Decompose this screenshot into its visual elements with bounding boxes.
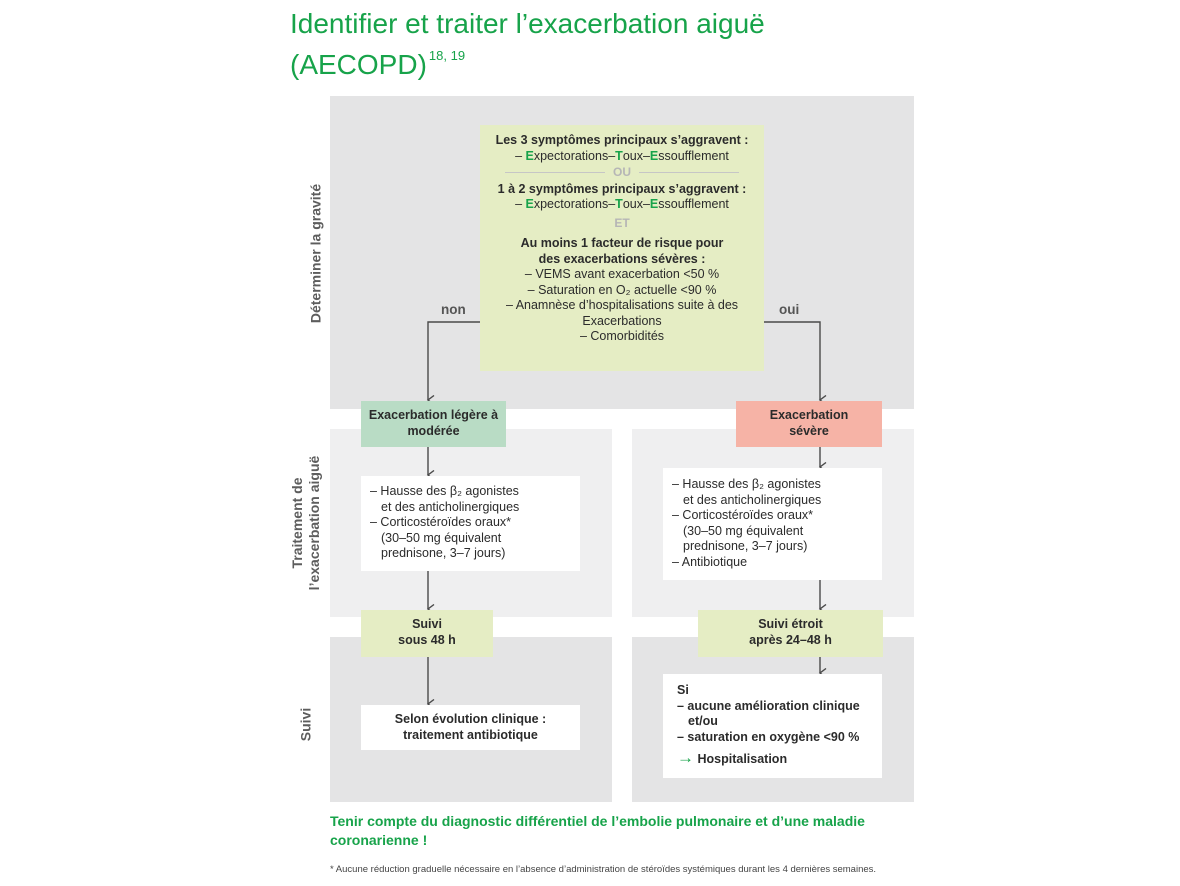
mild-label-line1: Exacerbation légère à <box>368 408 499 422</box>
severe-treatment-item: (30–50 mg équivalent <box>683 523 804 538</box>
title-line-2: (AECOPD)18, 19 <box>290 40 910 81</box>
symptoms-1-letter-e2: E <box>649 148 659 163</box>
separator-or-text: OU <box>613 165 631 179</box>
severe-treatment-item: – Corticostéroïdes oraux* <box>672 508 814 522</box>
symptoms-1-essoufflement: ssoufflement <box>658 148 729 163</box>
criteria-symptoms-2: – Expectorations–Toux–Essoufflement <box>480 197 764 213</box>
branch-label-yes: oui <box>779 302 800 317</box>
symptoms-2-letter-e: E <box>525 197 534 211</box>
symptoms-1-dash: – <box>515 148 526 163</box>
severe-exacerbation-box: Exacerbation sévère <box>736 401 882 447</box>
severe-treatment-box: – Hausse des β₂ agonistes et des anticho… <box>663 468 882 580</box>
differential-diagnosis-warning: Tenir compte du diagnostic différentiel … <box>330 812 890 850</box>
warning-line2: coronarienne ! <box>330 832 428 848</box>
title-acronym: (AECOPD) <box>290 49 427 80</box>
severe-outcome-if: Si <box>677 683 689 697</box>
mild-outcome-line1: Selon évolution clinique : <box>394 712 547 726</box>
severe-outcome-item: et/ou <box>688 714 718 728</box>
symptoms-2-letter-t: T <box>615 197 623 211</box>
mild-treatment-item: (30–50 mg équivalent <box>381 530 502 545</box>
risk-heading-1: Au moins 1 facteur de risque pour <box>520 236 724 250</box>
footnote: * Aucune réduction graduelle nécessaire … <box>330 864 877 875</box>
separator-or: OU <box>480 165 764 181</box>
criteria-symptoms-1: – Expectorations–Toux–Essoufflement <box>480 149 764 165</box>
mild-treatment-item: – Corticostéroïdes oraux* <box>370 515 512 529</box>
separator-and: ET <box>480 216 764 232</box>
symptoms-2-essoufflement: ssoufflement <box>658 197 729 211</box>
severe-label-line1: Exacerbation <box>769 408 849 422</box>
risk-heading-2: des exacerbations sévères : <box>538 251 706 266</box>
mild-followup-box: Suivi sous 48 h <box>361 610 493 657</box>
severe-treatment-item: – Antibiotique <box>672 554 748 569</box>
severe-outcome-item: – aucune amélioration clinique <box>677 698 860 713</box>
separator-and-text: ET <box>614 215 630 230</box>
connector-yes <box>764 321 820 400</box>
severe-treatment-item: prednisone, 3–7 jours) <box>683 539 808 553</box>
mild-followup-line1: Suivi <box>412 617 442 631</box>
symptoms-1-letter-e: E <box>525 148 534 163</box>
mild-treatment-item: et des anticholinergiques <box>381 499 520 514</box>
risk-item: – VEMS avant exacerbation <50 % <box>524 267 720 281</box>
mild-treatment-item: – Hausse des β₂ agonistes <box>370 484 519 498</box>
severe-treatment-item: – Hausse des β₂ agonistes <box>672 477 821 491</box>
severe-outcome-result: → Hospitalisation <box>677 748 882 768</box>
mild-label-line2: modérée <box>407 423 460 438</box>
symptoms-2-letter-e2: E <box>649 197 659 211</box>
risk-item: – Anamnèse d’hospitalisations suite à de… <box>505 298 739 312</box>
risk-item: Exacerbations <box>582 313 662 328</box>
mild-outcome-line2: traitement antibiotique <box>403 727 538 742</box>
severe-treatment-item: et des anticholinergiques <box>683 492 822 507</box>
severe-label-line2: sévère <box>789 423 829 438</box>
severe-followup-line2: après 24–48 h <box>749 632 832 647</box>
warning-line1: Tenir compte du diagnostic différentiel … <box>330 813 865 829</box>
arrow-right-icon: → <box>677 748 694 767</box>
mild-followup-line2: sous 48 h <box>398 632 456 647</box>
risk-item: – Comorbidités <box>579 329 665 343</box>
branch-label-no: non <box>441 302 466 317</box>
symptoms-2-expectorations: xpectorations– <box>533 197 616 211</box>
severe-outcome-result-text: Hospitalisation <box>697 752 788 766</box>
symptoms-1-toux: oux– <box>622 148 650 163</box>
risk-item: – Saturation en O₂ actuelle <90 % <box>527 282 717 297</box>
mild-outcome-box: Selon évolution clinique : traitement an… <box>361 705 580 750</box>
mild-exacerbation-box: Exacerbation légère à modérée <box>361 401 506 447</box>
severity-criteria-box: Les 3 symptômes principaux s’aggravent :… <box>480 125 764 371</box>
mild-treatment-item: prednisone, 3–7 jours) <box>381 546 506 560</box>
symptoms-2-dash: – <box>515 197 526 211</box>
title-references: 18, 19 <box>428 48 466 63</box>
symptoms-2-toux: oux– <box>622 197 650 211</box>
page-title: Identifier et traiter l’exacerbation aig… <box>290 8 910 81</box>
criteria-heading-2: 1 à 2 symptômes principaux s’aggravent : <box>497 181 747 196</box>
severe-followup-line1: Suivi étroit <box>758 617 823 631</box>
symptoms-1-expectorations: xpectorations– <box>533 148 616 163</box>
symptoms-1-letter-t: T <box>615 148 623 163</box>
severe-outcome-item: – saturation en oxygène <90 % <box>677 729 860 744</box>
title-line-1: Identifier et traiter l’exacerbation aig… <box>290 8 765 39</box>
mild-treatment-box: – Hausse des β₂ agonistes et des anticho… <box>361 476 580 571</box>
severe-followup-box: Suivi étroit après 24–48 h <box>698 610 883 657</box>
criteria-heading-1: Les 3 symptômes principaux s’aggravent : <box>495 133 749 147</box>
severe-outcome-box: Si – aucune amélioration clinique et/ou … <box>663 674 882 778</box>
connector-no <box>428 321 480 400</box>
